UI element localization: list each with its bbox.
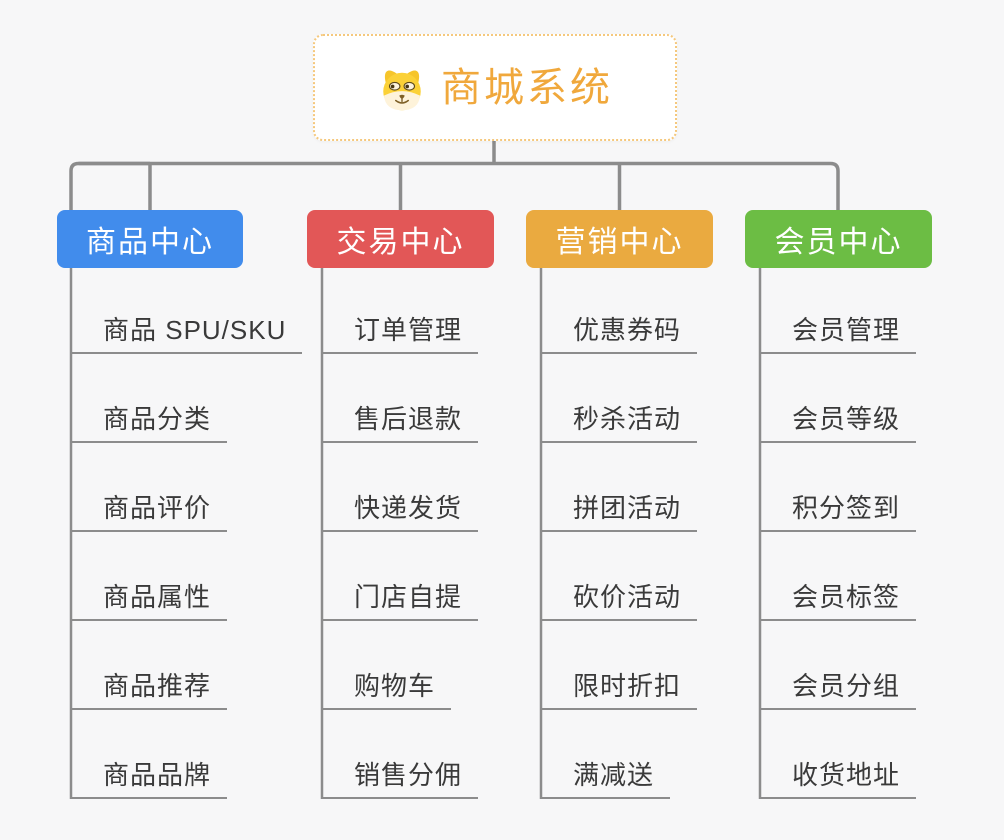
dog-face-icon bbox=[383, 70, 421, 110]
branch-header-member-center[interactable]: 会员中心 bbox=[745, 210, 932, 268]
leaf-node[interactable]: 购物车 bbox=[321, 671, 452, 710]
leaf-node[interactable]: 商品品牌 bbox=[70, 760, 228, 799]
branch-header-trade-center[interactable]: 交易中心 bbox=[307, 210, 494, 268]
leaf-node[interactable]: 门店自提 bbox=[321, 582, 479, 621]
branch-header-marketing-center[interactable]: 营销中心 bbox=[526, 210, 713, 268]
leaf-node[interactable]: 快递发货 bbox=[321, 493, 479, 532]
leaf-node[interactable]: 收货地址 bbox=[759, 760, 917, 799]
leaf-node[interactable]: 商品属性 bbox=[70, 582, 228, 621]
leaf-node[interactable]: 商品推荐 bbox=[70, 671, 228, 710]
leaf-node[interactable]: 限时折扣 bbox=[540, 671, 698, 710]
leaf-node[interactable]: 积分签到 bbox=[759, 493, 917, 532]
branch-rail-line bbox=[69, 161, 840, 210]
leaf-node[interactable]: 会员管理 bbox=[759, 315, 917, 354]
root-node[interactable]: 商城系统 bbox=[313, 34, 677, 141]
leaf-node[interactable]: 秒杀活动 bbox=[540, 404, 698, 443]
leaf-node[interactable]: 商品 SPU/SKU bbox=[70, 315, 303, 354]
branch-header-product-center[interactable]: 商品中心 bbox=[57, 210, 243, 268]
leaf-node[interactable]: 商品评价 bbox=[70, 493, 228, 532]
leaf-node[interactable]: 订单管理 bbox=[321, 315, 479, 354]
leaf-node[interactable]: 会员分组 bbox=[759, 671, 917, 710]
leaf-node[interactable]: 拼团活动 bbox=[540, 493, 698, 532]
root-title: 商城系统 bbox=[441, 65, 613, 110]
leaf-node[interactable]: 会员标签 bbox=[759, 582, 917, 621]
leaf-node[interactable]: 优惠券码 bbox=[540, 315, 698, 354]
leaf-node[interactable]: 砍价活动 bbox=[540, 582, 698, 621]
leaf-node[interactable]: 销售分佣 bbox=[321, 760, 479, 799]
leaf-node[interactable]: 售后退款 bbox=[321, 404, 479, 443]
leaf-node[interactable]: 商品分类 bbox=[70, 404, 228, 443]
leaf-node[interactable]: 满减送 bbox=[540, 760, 671, 799]
leaf-node[interactable]: 会员等级 bbox=[759, 404, 917, 443]
